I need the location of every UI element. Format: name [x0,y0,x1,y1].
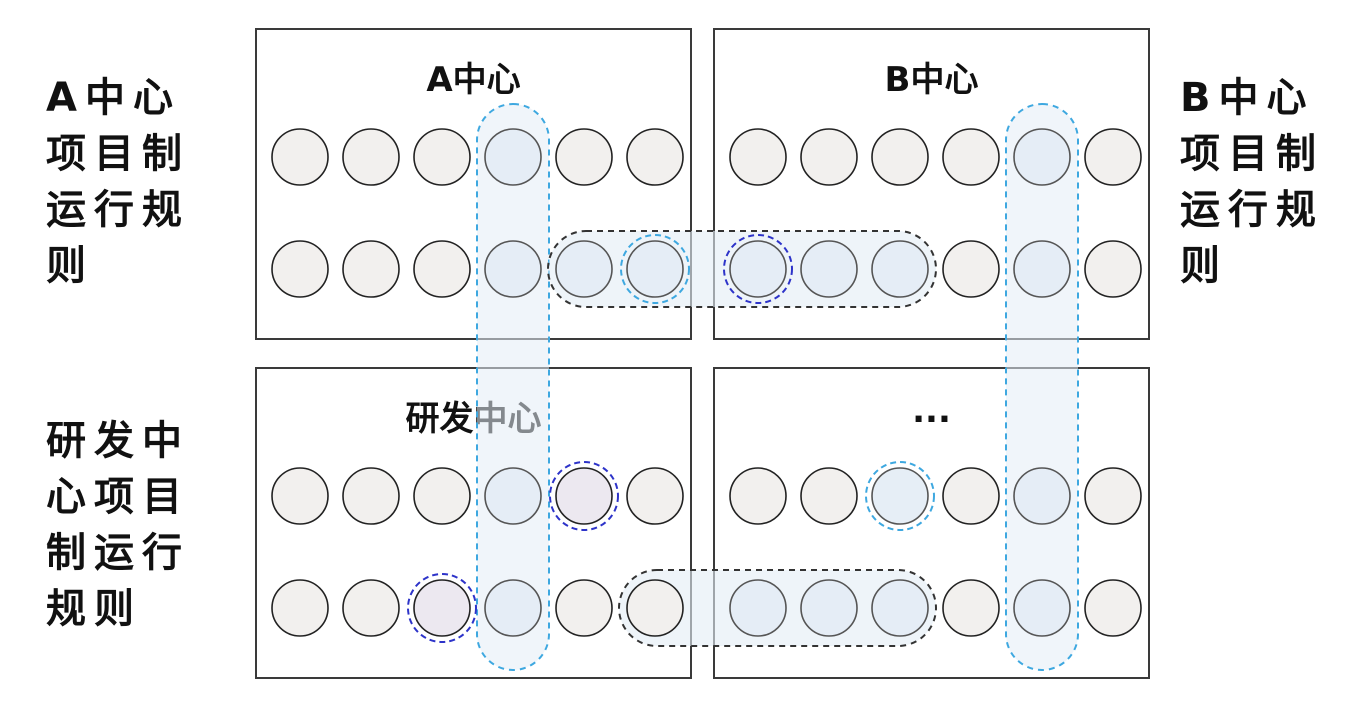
member-circle [271,128,329,186]
member-circle [942,579,1000,637]
member-circle [1013,467,1071,525]
member-circle [484,579,542,637]
member-circle [342,579,400,637]
member-highlight-ring-cyan [865,461,935,531]
member-circle [942,467,1000,525]
project-group-vertical-left [476,103,550,671]
member-circle [729,467,787,525]
rd-center-box: 研发中心 [255,367,692,679]
member-circle [1013,128,1071,186]
member-highlight-ring-purple [549,461,619,531]
member-circle [729,128,787,186]
member-circle [1084,467,1142,525]
member-circle [626,579,684,637]
member-circle [413,240,471,298]
member-circle [484,240,542,298]
member-circle [871,128,929,186]
member-circle [871,467,929,525]
rd-center-rules-label: 研发中 心项目 制运行 规则 [46,418,190,632]
member-circle [800,467,858,525]
member-circle [871,240,929,298]
member-circle [1084,128,1142,186]
member-highlight-ring-purple [723,234,793,304]
member-circle [871,579,929,637]
member-circle [800,579,858,637]
member-circle [1013,579,1071,637]
member-circle [626,128,684,186]
project-group-vertical-right [1005,103,1079,671]
other-center-title: ... [912,391,951,431]
member-circle [271,467,329,525]
member-circle [800,240,858,298]
member-circle [729,240,787,298]
member-circle [342,240,400,298]
member-circle [729,579,787,637]
member-circle [484,128,542,186]
a-center-rules-label: A中心 项目制 运行规 则 [46,75,190,289]
member-circle [413,128,471,186]
member-circle [555,240,613,298]
member-circle [626,467,684,525]
member-circle [1013,240,1071,298]
member-circle [555,579,613,637]
member-circle [1084,579,1142,637]
member-circle [271,240,329,298]
member-circle [342,128,400,186]
a-center-title: A中心 [426,60,521,100]
member-circle [413,467,471,525]
member-circle [942,240,1000,298]
member-circle [800,128,858,186]
member-circle [413,579,471,637]
member-circle [555,467,613,525]
member-circle [626,240,684,298]
b-center-title: B中心 [884,60,979,100]
b-center-rules-label: B中心 项目制 运行规 则 [1180,75,1324,289]
member-circle [484,467,542,525]
member-circle [342,467,400,525]
member-highlight-ring-purple [407,573,477,643]
member-highlight-ring-cyan [620,234,690,304]
member-circle [942,128,1000,186]
member-circle [555,128,613,186]
member-circle [271,579,329,637]
member-circle [1084,240,1142,298]
